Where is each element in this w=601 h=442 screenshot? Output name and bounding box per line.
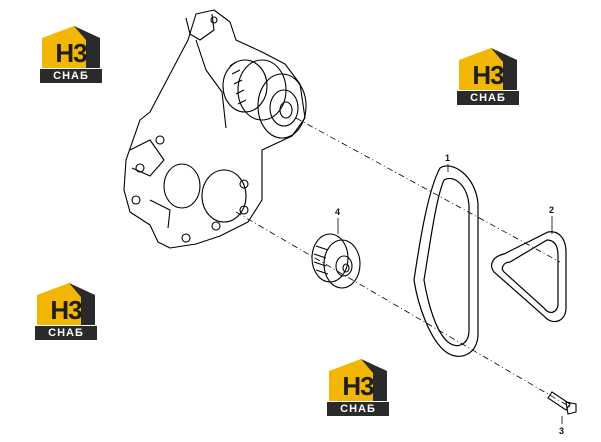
belt-large-outer — [413, 165, 479, 357]
watermark-logo: H3 СНАБ — [35, 281, 97, 341]
bolt — [547, 391, 577, 415]
bolt-hole — [210, 16, 218, 24]
callout-4: 4 — [335, 207, 340, 217]
pulley-grooves — [229, 61, 247, 105]
logo-mark: H3 — [50, 295, 82, 325]
house-mark-icon — [329, 359, 387, 401]
idler-pulley-front — [323, 239, 361, 289]
callout-2: 2 — [549, 205, 554, 215]
callout-3: 3 — [559, 426, 564, 436]
idler-hub — [335, 255, 353, 277]
centerline-bottom — [235, 211, 573, 409]
watermark-logo: H3 СНАБ — [40, 24, 102, 84]
crank-seal-opening — [201, 169, 247, 223]
drive-pulley-rear — [222, 59, 268, 113]
idler-bore — [342, 263, 350, 273]
logo-text: СНАБ — [327, 402, 389, 416]
housing-opening — [163, 163, 201, 209]
belt-large-inner — [423, 177, 470, 347]
logo-text: СНАБ — [40, 69, 102, 83]
idler-pulley-rear — [311, 233, 349, 283]
callout-leaders — [337, 164, 563, 424]
bolt-hole — [239, 205, 249, 215]
bolt-hole — [155, 135, 165, 145]
drive-pulley-bore — [279, 101, 293, 119]
belt-large — [413, 165, 479, 357]
bolt-head — [565, 401, 577, 415]
front-cover-housing — [123, 9, 307, 249]
logo-mark: H3 — [342, 371, 374, 401]
housing-boss — [129, 139, 165, 177]
bolt-hole — [211, 221, 221, 231]
housing-outline — [123, 9, 306, 249]
logo-mark: H3 — [472, 60, 504, 90]
belt-small — [491, 231, 567, 323]
drive-pulley-front — [257, 73, 307, 139]
logo-mark: H3 — [55, 38, 87, 68]
bolt-hole — [181, 233, 191, 243]
idler-pulley — [311, 233, 361, 289]
bolt-hole — [239, 179, 249, 189]
bolt-hole — [131, 195, 141, 205]
bracket-rib — [195, 39, 227, 129]
logo-text: СНАБ — [457, 91, 519, 105]
watermark-logo: H3 СНАБ — [457, 46, 519, 106]
logo-text: СНАБ — [35, 326, 97, 340]
idler-grooves — [313, 245, 329, 275]
centerline-top — [295, 117, 561, 263]
bolt-shank — [547, 391, 571, 411]
top-bracket — [185, 13, 215, 41]
watermark-logo: H3 СНАБ — [327, 357, 389, 417]
belt-small-inner — [501, 239, 559, 313]
house-mark-icon — [37, 283, 95, 325]
callout-1: 1 — [445, 153, 450, 163]
centerlines — [235, 117, 573, 409]
house-mark-icon — [42, 26, 100, 68]
housing-rib — [149, 199, 171, 229]
belt-small-outer — [491, 231, 567, 323]
house-mark-icon — [459, 48, 517, 90]
drive-pulley-hub — [269, 89, 299, 127]
